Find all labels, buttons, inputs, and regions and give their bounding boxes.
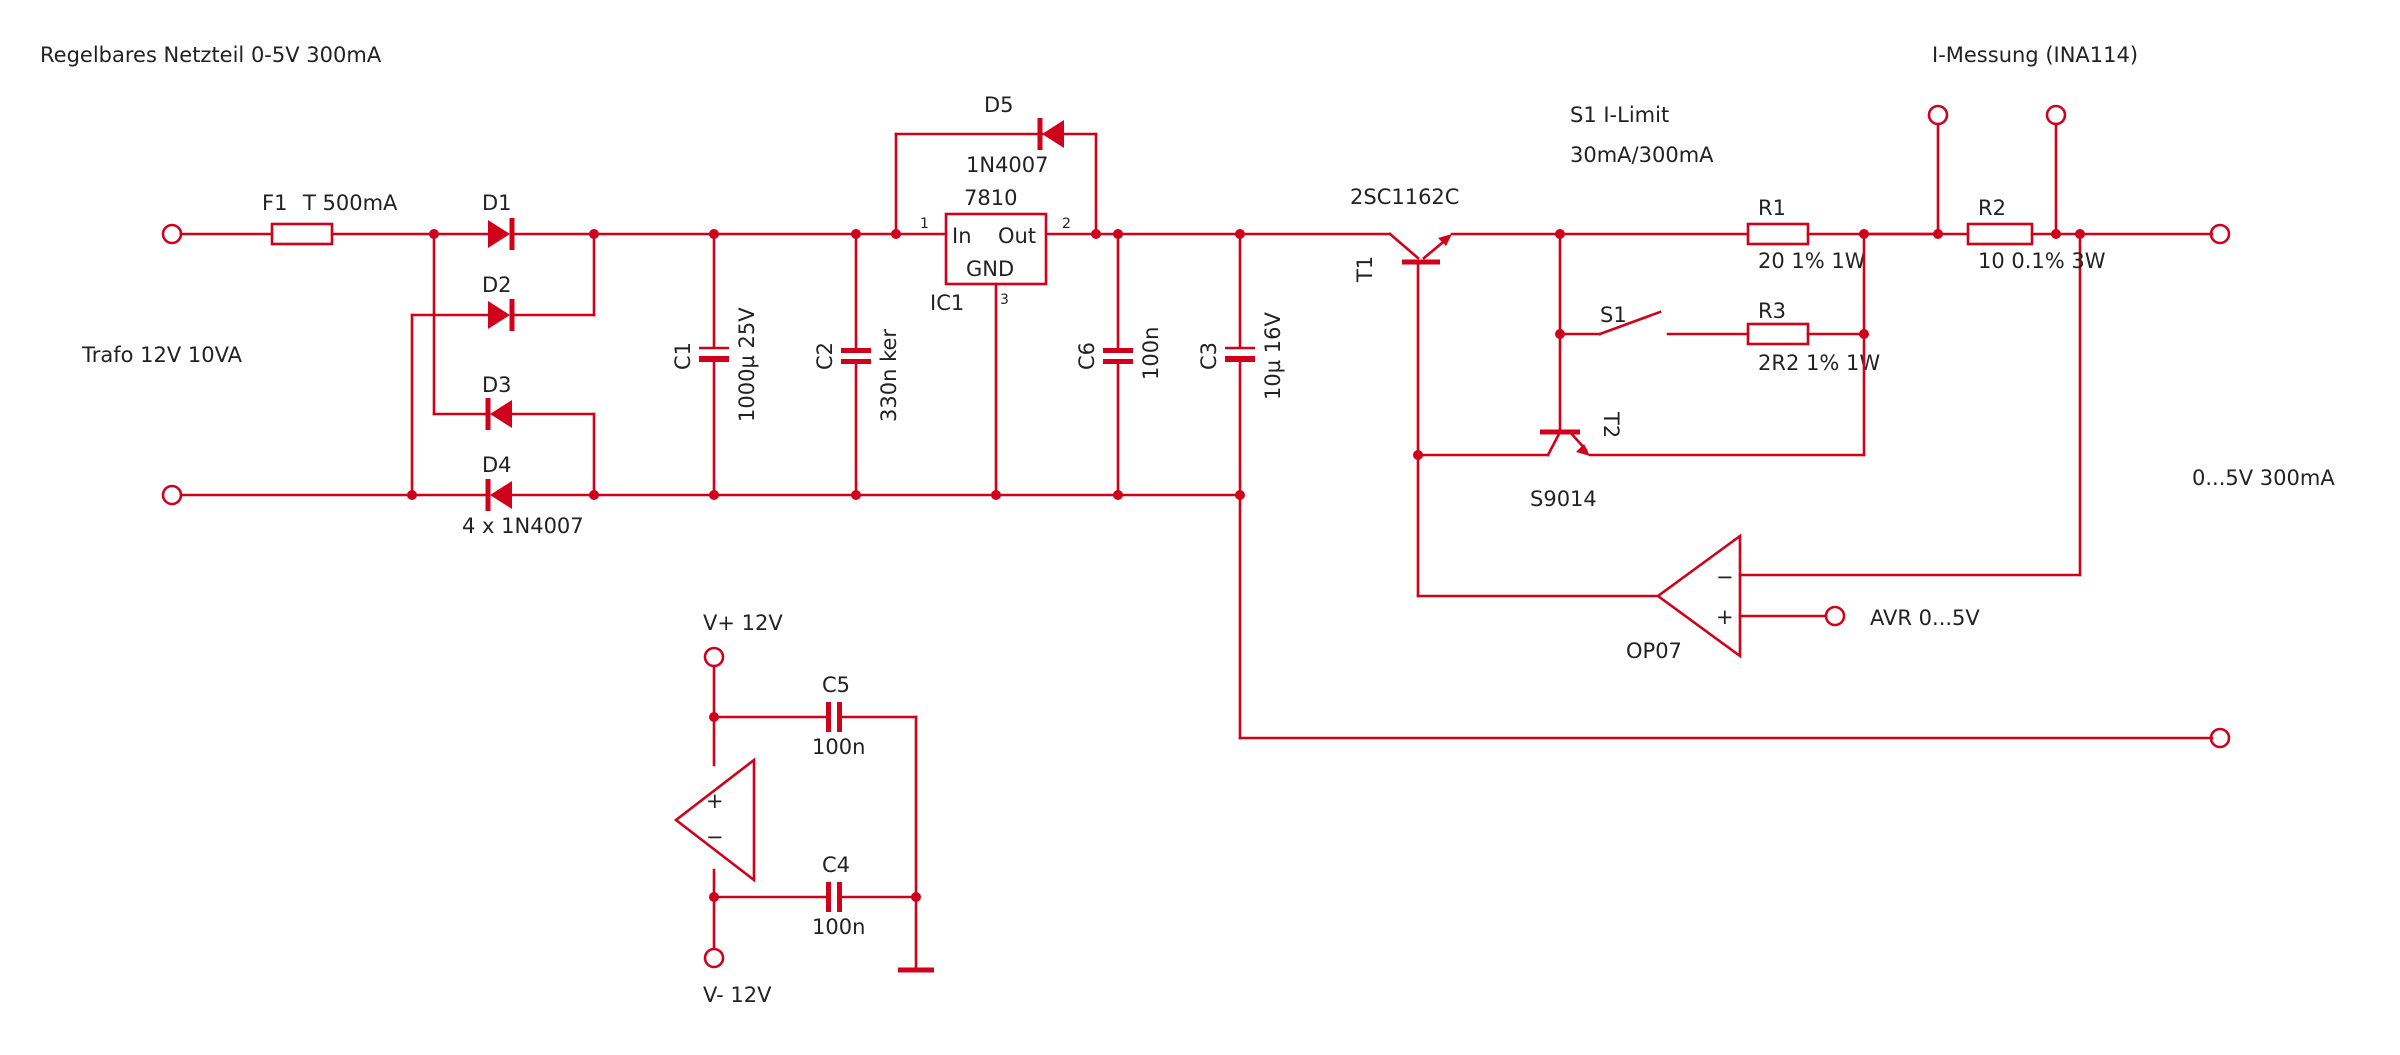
opamp-value: OP07 — [1626, 639, 1682, 663]
resistor-r2: R2 10 0.1% 3W — [1862, 122, 2214, 577]
switch-s1[interactable]: S1 — [1558, 232, 1750, 434]
bridge-value: 4 x 1N4007 — [462, 514, 584, 538]
capacitor-c3: C3 10µ 16V — [1197, 232, 2214, 740]
opamp-minus: − — [1716, 565, 1734, 589]
opamp-supply: + − — [673, 646, 934, 973]
v-minus-label: V- 12V — [703, 983, 772, 1007]
capacitor-c2-value: 330n ker — [877, 329, 901, 422]
ic1-pin-out: Out — [998, 224, 1036, 248]
capacitor-c1-value: 1000µ 25V — [735, 307, 759, 422]
diode-d4: D4 — [482, 453, 512, 511]
diode-d4-ref: D4 — [482, 453, 512, 477]
supply-opamp-plus: + — [706, 789, 724, 813]
fuse-f1: F1 T 500mA — [179, 191, 436, 246]
switch-function-label: S1 I-Limit — [1570, 103, 1669, 127]
resistor-r1-ref: R1 — [1758, 196, 1786, 220]
output-terminals — [2209, 223, 2231, 749]
diode-d2-ref: D2 — [482, 273, 512, 297]
transistor-t2: T2 S9014 — [1416, 411, 1866, 511]
opamp-plus: + — [1716, 605, 1734, 629]
capacitor-c4: C4 100n — [812, 853, 865, 939]
ic1-pin1: 1 — [920, 216, 929, 232]
bridge-rectifier — [179, 232, 1242, 497]
capacitor-c3-value: 10µ 16V — [1261, 312, 1285, 400]
diode-d5: D5 1N4007 — [894, 93, 1098, 236]
diode-d1-ref: D1 — [482, 191, 512, 215]
ic1-value: 7810 — [964, 186, 1017, 210]
transistor-t1: 2SC1162C T1 — [1238, 185, 1562, 598]
capacitor-c5-ref: C5 — [822, 673, 850, 697]
resistor-r3-value: 2R2 1% 1W — [1758, 351, 1880, 375]
diode-d1: D1 — [482, 191, 515, 250]
capacitor-c6-ref: C6 — [1075, 342, 1099, 370]
capacitor-c2-ref: C2 — [813, 342, 837, 370]
diode-d3-ref: D3 — [482, 373, 512, 397]
ic1-pin3: 3 — [1000, 292, 1009, 308]
supply-opamp-minus: − — [706, 825, 724, 849]
capacitor-c4-ref: C4 — [822, 853, 850, 877]
measure-terminals — [1927, 104, 2067, 126]
avr-input-label: AVR 0...5V — [1870, 606, 1980, 630]
capacitor-c1: C1 1000µ 25V — [671, 232, 759, 497]
resistor-r1-value: 20 1% 1W — [1758, 249, 1866, 273]
resistor-r1: R1 20 1% 1W — [1558, 196, 1940, 273]
capacitor-c1-ref: C1 — [671, 342, 695, 370]
fuse-value: T 500mA — [302, 191, 398, 215]
diode-d5-ref: D5 — [984, 93, 1014, 117]
transistor-t1-ref: T1 — [1353, 256, 1377, 283]
transistor-t2-value: S9014 — [1530, 487, 1597, 511]
transformer-label: Trafo 12V 10VA — [81, 343, 243, 367]
capacitor-c6-value: 100n — [1139, 327, 1163, 380]
opamp-op07: − + OP07 — [1416, 533, 2082, 663]
current-measure-label: I-Messung (INA114) — [1932, 43, 2138, 67]
capacitor-c4-value: 100n — [812, 915, 865, 939]
diode-d3: D3 — [482, 373, 512, 430]
switch-s1-ref: S1 — [1600, 303, 1627, 327]
schematic-title: Regelbares Netzteil 0-5V 300mA — [40, 43, 382, 67]
diode-d2: D2 — [482, 273, 515, 331]
resistor-r2-value: 10 0.1% 3W — [1978, 249, 2106, 273]
ic1-pin2: 2 — [1062, 216, 1071, 232]
capacitor-c5-value: 100n — [812, 735, 865, 759]
junction-dots — [407, 229, 2085, 902]
capacitor-c3-ref: C3 — [1197, 342, 1221, 370]
ic1-pin-gnd: GND — [966, 257, 1014, 281]
resistor-r2-ref: R2 — [1978, 196, 2006, 220]
ic1-pin-in: In — [952, 224, 972, 248]
fuse-ref: F1 — [262, 191, 287, 215]
diode-d5-value: 1N4007 — [966, 153, 1049, 177]
resistor-r3: R3 2R2 1% 1W — [1746, 299, 1880, 375]
capacitor-c5: C5 100n — [812, 673, 865, 759]
resistor-r3-ref: R3 — [1758, 299, 1786, 323]
capacitor-c2: C2 330n ker — [813, 232, 901, 497]
ic1-ref: IC1 — [930, 291, 964, 315]
transistor-t2-ref: T2 — [1599, 411, 1623, 438]
switch-values-label: 30mA/300mA — [1570, 143, 1714, 167]
output-label: 0...5V 300mA — [2192, 466, 2335, 490]
regulator-ic1: 7810 In Out GND 1 2 3 IC1 — [894, 186, 1098, 497]
transistor-t1-value: 2SC1162C — [1350, 185, 1459, 209]
v-plus-label: V+ 12V — [703, 611, 783, 635]
